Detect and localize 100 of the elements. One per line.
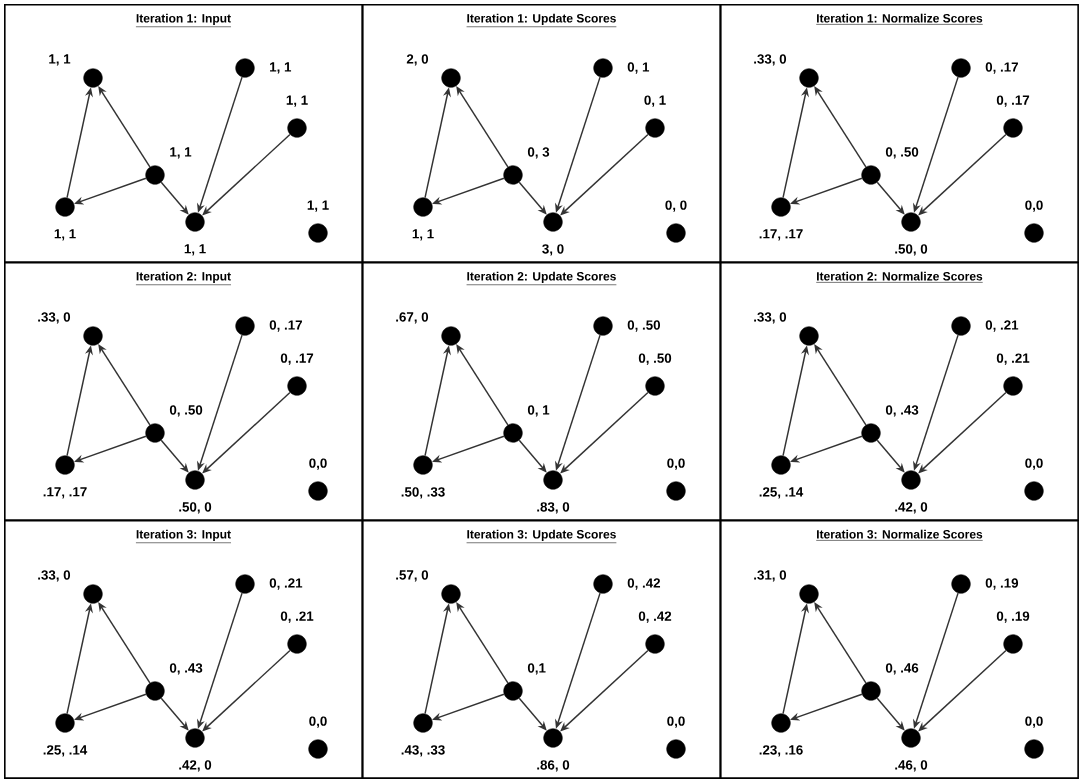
score-label: 1, 1	[412, 229, 434, 241]
score-label: .50, 0	[179, 502, 212, 514]
score-label: .50, .33	[401, 487, 445, 499]
graph-node	[413, 713, 433, 733]
arrow	[456, 86, 509, 168]
score-label: 0, .46	[885, 663, 919, 675]
graph-node	[901, 212, 921, 232]
graph-node	[287, 634, 307, 654]
score-label: 0, .43	[169, 663, 203, 675]
score-label: .42, 0	[895, 502, 928, 514]
graph-node	[901, 728, 921, 748]
score-label: 0,0	[309, 716, 327, 728]
score-label: .33, 0	[38, 312, 71, 324]
graph-node	[951, 574, 971, 594]
score-label: .42, 0	[179, 760, 212, 772]
graph-node	[185, 470, 205, 490]
score-label: .33, 0	[754, 54, 787, 66]
score-label: .17, .17	[43, 487, 87, 499]
arrow	[456, 602, 509, 684]
score-label: .50, 0	[895, 244, 928, 256]
score-label: 1, 1	[54, 229, 76, 241]
score-label: 0, .21	[280, 611, 314, 623]
graph-node	[666, 481, 686, 501]
graph-node	[83, 68, 103, 88]
score-label: .67, 0	[396, 312, 429, 324]
score-label: .25, .14	[43, 745, 88, 757]
graph-node	[185, 728, 205, 748]
graph-node	[441, 584, 461, 604]
score-label: .33, 0	[38, 570, 71, 582]
arrow	[814, 602, 867, 684]
graph-node	[1003, 376, 1023, 396]
graph-node	[799, 584, 819, 604]
graph-node	[593, 58, 613, 78]
graph-node	[308, 223, 328, 243]
graph-node	[83, 584, 103, 604]
graph-node	[666, 223, 686, 243]
arrow	[98, 344, 151, 426]
score-label: 0, 1	[644, 95, 666, 107]
graph-node	[1003, 118, 1023, 138]
score-label: 0, .17	[280, 353, 314, 365]
graph-node	[543, 728, 563, 748]
score-label: .43, .33	[401, 745, 445, 757]
score-label: 0,1	[527, 663, 546, 675]
score-label: 0, 0	[665, 200, 687, 212]
graph-node	[503, 681, 523, 701]
score-label: 0,0	[1025, 716, 1043, 728]
score-label: 0, 1	[627, 62, 650, 74]
score-label: 0, .42	[627, 578, 660, 590]
score-label: 1, 1	[307, 200, 329, 212]
graph-node	[543, 212, 563, 232]
arrow	[98, 602, 151, 684]
score-label: .83, 0	[537, 502, 570, 514]
arrow	[814, 344, 867, 426]
score-label: .31, 0	[754, 570, 787, 582]
score-label: 0,0	[667, 716, 685, 728]
graph-node	[145, 681, 165, 701]
graph-node	[441, 326, 461, 346]
graph-node	[799, 326, 819, 346]
score-label: 0, .42	[638, 611, 672, 623]
score-label: .25, .14	[759, 487, 804, 499]
graph-node	[901, 470, 921, 490]
score-label: 0,0	[1025, 458, 1043, 470]
score-label: 0, .19	[996, 611, 1030, 623]
graph-node	[951, 316, 971, 336]
score-label: 0, .50	[638, 353, 672, 365]
graph-node	[503, 423, 523, 443]
graph-node	[413, 197, 433, 217]
score-label: 0, .50	[627, 320, 660, 332]
graph-node	[861, 165, 881, 185]
score-label: 1, 1	[184, 244, 206, 256]
graph-node	[235, 574, 255, 594]
graph-node	[799, 68, 819, 88]
arrow	[456, 344, 509, 426]
graph-node	[145, 165, 165, 185]
score-label: 0, .43	[885, 405, 919, 417]
graph-node	[951, 58, 971, 78]
graph-node	[308, 481, 328, 501]
graph-node	[55, 455, 75, 475]
graph-node	[771, 455, 791, 475]
graph-node	[645, 634, 665, 654]
graph-node	[413, 455, 433, 475]
graph-node	[1024, 481, 1044, 501]
score-label: .46, 0	[895, 760, 928, 772]
graph-node	[83, 326, 103, 346]
arrow	[98, 86, 151, 168]
score-label: 0, .19	[985, 578, 1019, 590]
graph-node	[287, 376, 307, 396]
graph-node	[645, 118, 665, 138]
score-label: 2, 0	[406, 54, 429, 66]
score-label: 0, .21	[996, 353, 1030, 365]
score-label: 0, .50	[885, 147, 919, 159]
score-label: 0, 3	[527, 147, 550, 159]
graph-node	[1024, 739, 1044, 759]
graph-node	[861, 423, 881, 443]
graph-node	[287, 118, 307, 138]
score-label: 3, 0	[542, 244, 564, 256]
score-label: 0, .21	[269, 578, 303, 590]
graph-node	[235, 58, 255, 78]
score-label: 1, 1	[170, 147, 192, 159]
graph-node	[235, 316, 255, 336]
